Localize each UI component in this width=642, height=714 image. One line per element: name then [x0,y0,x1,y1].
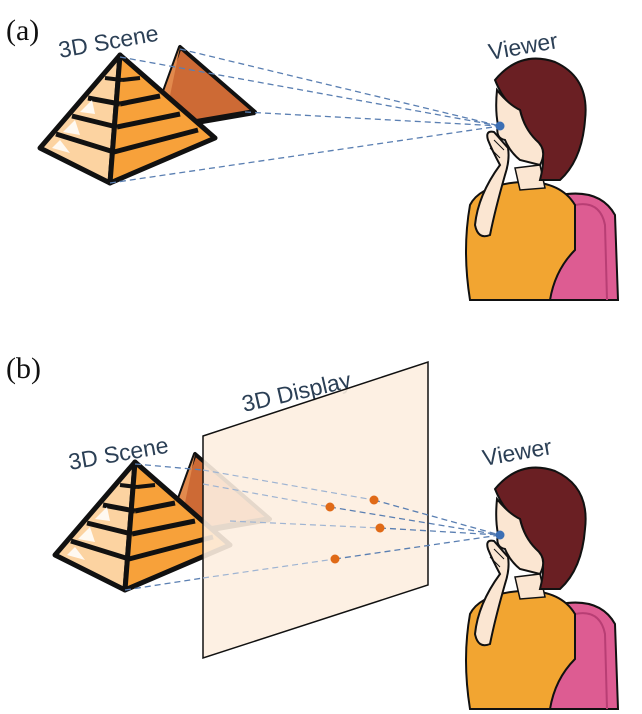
ray [134,463,204,471]
display-point [325,502,335,512]
panel-b-viewer-label: Viewer [480,433,554,471]
ray [379,527,501,536]
ray [244,111,501,127]
panel-b: (b) 3D Scene 3D Display Viewer [6,352,619,710]
ray [179,48,501,127]
panel-b-front-rays [124,463,501,591]
display-points [325,495,385,564]
ray [329,506,501,536]
display-panel [202,360,429,660]
display-point [369,495,379,505]
ray [119,56,501,127]
panel-b-scene-label: 3D Scene [66,432,170,475]
panel-a-pyramids [40,47,255,183]
panel-b-viewer [465,466,619,710]
panel-a-label: (a) [6,14,39,47]
ray [334,534,501,560]
display-point [375,523,385,533]
ray [229,520,381,529]
ray [373,499,501,536]
ray [202,558,336,579]
ray [109,125,501,184]
panel-a: (a) 3D Scene Viewer [6,14,619,301]
panel-a-viewer [465,57,619,301]
panel-b-label: (b) [6,352,41,385]
ray [124,577,204,591]
ray [202,483,331,508]
ray [202,469,375,501]
panel-a-scene-label: 3D Scene [56,20,160,63]
display-point [330,554,340,564]
panel-b-faint-rays [202,469,381,579]
